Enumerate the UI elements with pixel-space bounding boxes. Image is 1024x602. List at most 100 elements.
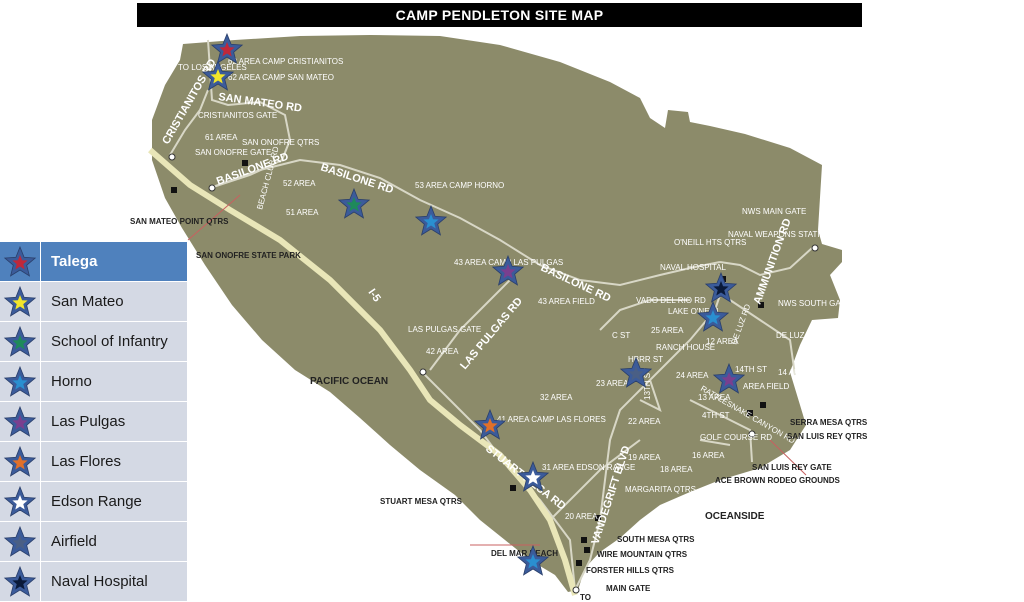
legend-label: Las Pulgas xyxy=(51,413,126,430)
label-state-park: SAN ONOFRE STATE PARK xyxy=(196,251,301,260)
legend-label: Horno xyxy=(51,373,92,390)
label-san-luis-rey-qtrs: SAN LUIS REY QTRS xyxy=(787,432,868,441)
map-star-edson-range xyxy=(525,470,541,485)
legend-item: Las Pulgas xyxy=(0,402,187,442)
label-san-mateo-pt: SAN MATEO POINT QTRS xyxy=(130,217,229,226)
label-lake: LAKE O'NEILL xyxy=(668,307,721,316)
legend-label: Talega xyxy=(51,253,98,270)
label-area53: 53 AREA CAMP HORNO xyxy=(415,181,504,190)
map-star-school-of-infantry xyxy=(346,197,362,212)
label-serra: SERRA MESA QTRS xyxy=(790,418,868,427)
label-del-mar: DEL MAR BEACH xyxy=(491,549,558,558)
label-naval-weapons: NAVAL WEAPONS STATION xyxy=(728,230,832,239)
legend-label: Edson Range xyxy=(51,493,142,510)
label-forster: FORSTER HILLS QTRS xyxy=(586,566,675,575)
label-nws-south: NWS SOUTH GATE xyxy=(778,299,850,308)
label-area42: 42 AREA xyxy=(426,347,459,356)
legend-label: School of Infantry xyxy=(51,333,168,350)
star-icon xyxy=(0,322,41,361)
label-area-san-mateo: 62 AREA CAMP SAN MATEO xyxy=(228,73,334,82)
map-title: CAMP PENDLETON SITE MAP xyxy=(137,3,862,27)
label-san-onofre-gate: SAN ONOFRE GATE xyxy=(195,148,271,157)
label-area21: 21 MARINA xyxy=(492,587,535,596)
label-area12: 12 AREA xyxy=(706,337,739,346)
label-area19: 19 AREA xyxy=(628,453,661,462)
label-area-cristianitos: 62 AREA CAMP CRISTIANITOS xyxy=(228,57,343,66)
label-area24: 24 AREA xyxy=(676,371,709,380)
road-hbrr: HBRR ST xyxy=(628,355,663,364)
map-star-las-flores xyxy=(482,418,498,433)
label-area31: 31 AREA EDSON RANGE xyxy=(542,463,635,472)
label-nws-main: NWS MAIN GATE xyxy=(742,207,806,216)
map-star-las-pulgas xyxy=(721,372,737,387)
label-area61: 61 AREA xyxy=(205,133,238,142)
label-area13: 13 AREA xyxy=(698,393,731,402)
star-icon xyxy=(0,402,41,441)
legend-item: Airfield xyxy=(0,522,187,562)
legend-item: San Mateo xyxy=(0,282,187,322)
label-san-onofre-qtrs: SAN ONOFRE QTRS xyxy=(242,138,319,147)
legend-item: Naval Hospital xyxy=(0,562,187,602)
label-de-luz-qtrs: DE LUZ QTRS xyxy=(776,331,829,340)
map-star-horno xyxy=(423,214,439,229)
label-oneill: O'NEILL HTS QTRS xyxy=(674,238,746,247)
map-star-naval-hospital xyxy=(713,281,729,296)
road-4th: 4TH ST xyxy=(702,411,730,420)
legend-item: Talega xyxy=(0,242,187,282)
label-to-sd: TO xyxy=(580,593,591,600)
base-land xyxy=(152,35,842,592)
star-icon xyxy=(0,282,41,321)
star-icon xyxy=(0,362,41,401)
label-area41: 41 AREA CAMP LAS FLORES xyxy=(497,415,606,424)
legend-label: Naval Hospital xyxy=(51,573,148,590)
star-icon xyxy=(0,522,41,561)
label-wire-mountain: WIRE MOUNTAIN QTRS xyxy=(597,550,688,559)
star-icon xyxy=(0,242,41,281)
map-star-san-mateo xyxy=(210,69,226,84)
legend-label: Airfield xyxy=(51,533,97,550)
label-ranch: RANCH HOUSE xyxy=(656,343,715,352)
location-star-markers xyxy=(201,32,746,576)
label-area52: 52 AREA xyxy=(283,179,316,188)
road-vado: VADO DEL RIO RD xyxy=(636,296,706,305)
gate-markers xyxy=(168,153,819,594)
road-network xyxy=(169,39,813,591)
label-area18: 18 AREA xyxy=(660,465,693,474)
label-ace: ACE BROWN RODEO GROUNDS xyxy=(715,476,841,485)
legend-item: Horno xyxy=(0,362,187,402)
map-star-horno xyxy=(705,310,721,325)
map-star-talega xyxy=(219,42,235,57)
label-cristianitos-gate: CRISTIANITOS GATE xyxy=(198,111,277,120)
label-area20: 20 AREA xyxy=(565,512,598,521)
road-13th: 13TH ST xyxy=(643,368,652,400)
quarters-markers xyxy=(171,160,766,566)
road-golf: GOLF COURSE RD xyxy=(700,433,772,442)
legend-item: Edson Range xyxy=(0,482,187,522)
legend-label: San Mateo xyxy=(51,293,124,310)
label-naval-hospital: NAVAL HOSPITAL xyxy=(660,263,726,272)
map-star-horno xyxy=(525,554,541,569)
i5-freeway xyxy=(148,147,578,596)
road-cst: C ST xyxy=(612,331,630,340)
label-area43-field: 43 AREA FIELD xyxy=(538,297,595,306)
star-icon xyxy=(0,482,41,521)
label-to-la: TO LOS ANGELES xyxy=(178,63,247,72)
label-south-mesa: SOUTH MESA QTRS xyxy=(617,535,695,544)
star-icon xyxy=(0,562,41,601)
label-area14: 14 AREA xyxy=(778,368,811,377)
label-oceanside: OCEANSIDE xyxy=(705,511,765,522)
label-margarita: MARGARITA QTRS xyxy=(625,485,696,494)
label-main-gate: MAIN GATE xyxy=(606,584,651,593)
label-area-field: AREA FIELD xyxy=(743,382,789,391)
road-14th: 14TH ST xyxy=(735,365,767,374)
boundary-line-east xyxy=(769,439,807,476)
label-area16: 16 AREA xyxy=(692,451,725,460)
map-star-las-pulgas xyxy=(500,264,516,279)
map-star-airfield xyxy=(628,366,644,381)
legend-item: Las Flores xyxy=(0,442,187,482)
label-stuart-qtrs: STUART MESA QTRS xyxy=(380,497,463,506)
label-las-pulgas-gate: LAS PULGAS GATE xyxy=(408,325,481,334)
label-area51: 51 AREA xyxy=(286,208,319,217)
